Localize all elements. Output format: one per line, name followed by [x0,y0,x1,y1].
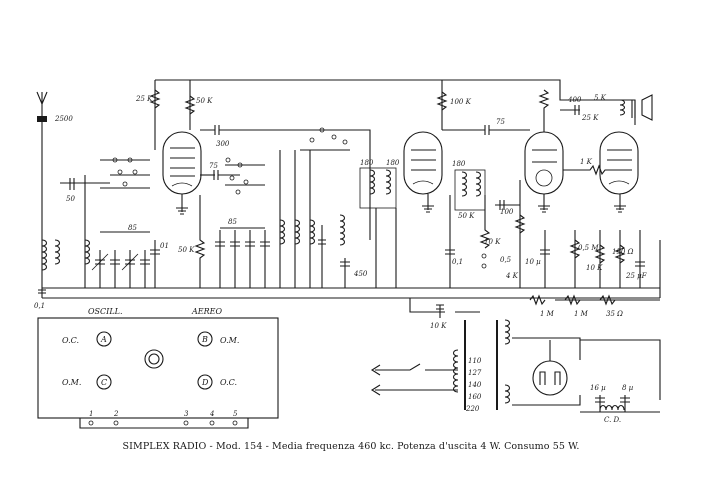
tube-3: 400 25 K 10 µ 1 K [524,89,610,288]
label-r-5k: 5 K [594,94,607,102]
if-transformer-2: 180 50 K 100 10 K 0,5 4 K [452,160,526,288]
label-r-4k: 4 K [505,272,519,280]
label-knob-d: D [201,378,209,387]
antenna: 2500 [36,91,73,288]
label-oc-left: O.C. [62,336,79,345]
label-v-127: 127 [468,369,482,377]
label-c-25u: 25 µF [625,272,648,280]
label-c-01-bl: 0,1 [34,302,45,310]
label-r-50k-mid: 50 K [178,246,195,254]
label-r-05: 0,5 [500,256,512,264]
oscillator-section: 85 450 [215,127,368,288]
label-c-180-b: 180 [386,159,400,167]
filter-line: 10 K 1 M 1 M 35 Ω [430,294,623,330]
tube-1: 25 K 50 K 300 75 50 K [135,89,371,288]
label-r-25k-right: 25 K [581,114,599,122]
label-aereo: AEREO [191,307,222,316]
power-supply: 110 127 140 160 220 16 µ 8 µ C. D. [370,319,661,424]
main-rails [41,79,661,313]
label-c-300: 300 [216,140,230,148]
if-transformer-1: 180 180 [359,159,400,288]
label-knob-b: B [201,335,208,344]
tube-2: 100 K 75 0,1 [403,91,530,288]
label-v-110: 110 [468,357,482,365]
label-om-right: O.M. [220,336,239,345]
label-r-1m-b: 1 M [574,310,589,318]
label-c-75-mid: 75 [496,118,505,126]
label-r-25k: 25 K [135,95,153,103]
terminal-2: 2 [113,410,119,418]
label-r-10k-a: 10 K [484,238,501,246]
knob-d [197,374,213,390]
label-c-01-right: 0,1 [452,258,463,266]
terminal-4: 4 [209,410,214,418]
label-r-10k-bottom: 10 K [430,322,447,330]
tube-4: 5 K 0,5 M 10 K 150 Ω 25 µF [569,94,653,288]
knob-b [197,331,213,347]
label-v-220: 220 [465,405,480,413]
label-c-85-mid: 85 [228,218,237,226]
knob-a [96,331,112,347]
knob-c [96,374,112,390]
label-r-50k-top: 50 K [196,97,213,105]
front-panel: OSCILL. AEREO O.C. A B O.M. O.M. C D O.C… [37,307,279,429]
label-c-50: 50 [66,195,75,203]
label-c-450: 450 [353,270,368,278]
center-knob [144,349,164,369]
label-c-180-c: 180 [452,160,466,168]
terminal-5: 5 [233,410,238,418]
label-r-1m-a: 1 M [540,310,555,318]
terminal-1: 1 [89,410,93,418]
label-r-150: 150 Ω [612,248,634,256]
label-om-left: O.M. [62,378,81,387]
label-cd: C. D. [604,416,621,424]
schematic-caption: SIMPLEX RADIO - Mod. 154 - Media frequen… [122,441,580,452]
label-r-05m: 0,5 M [578,244,599,252]
terminal-3: 3 [184,410,189,418]
label-oscill: OSCILL. [88,307,123,316]
label-v-160: 160 [468,393,482,401]
label-r-100k: 100 K [450,98,472,106]
label-c-10u: 10 µ [525,258,541,266]
label-c-01-left: 01 [160,242,169,250]
label-r-1k: 1 K [580,158,593,166]
label-r-35: 35 Ω [606,310,623,318]
label-c-180-a: 180 [360,159,374,167]
label-c-400: 400 [567,96,582,104]
label-c-75-left: 75 [209,162,218,170]
label-c-85-left: 85 [128,224,137,232]
label-c-8u: 8 µ [622,384,634,392]
label-c-100: 100 [500,208,514,216]
label-r-50k-right: 50 K [458,212,475,220]
label-knob-c: C [101,378,107,387]
label-r-10k-b: 10 K [586,264,603,272]
label-c-2500: 2500 [54,115,73,123]
label-oc-right: O.C. [220,378,237,387]
input-stage: 50 85 01 0,1 [34,157,169,310]
label-v-140: 140 [468,381,482,389]
label-knob-a: A [100,335,107,344]
label-c-16u: 16 µ [590,384,606,392]
